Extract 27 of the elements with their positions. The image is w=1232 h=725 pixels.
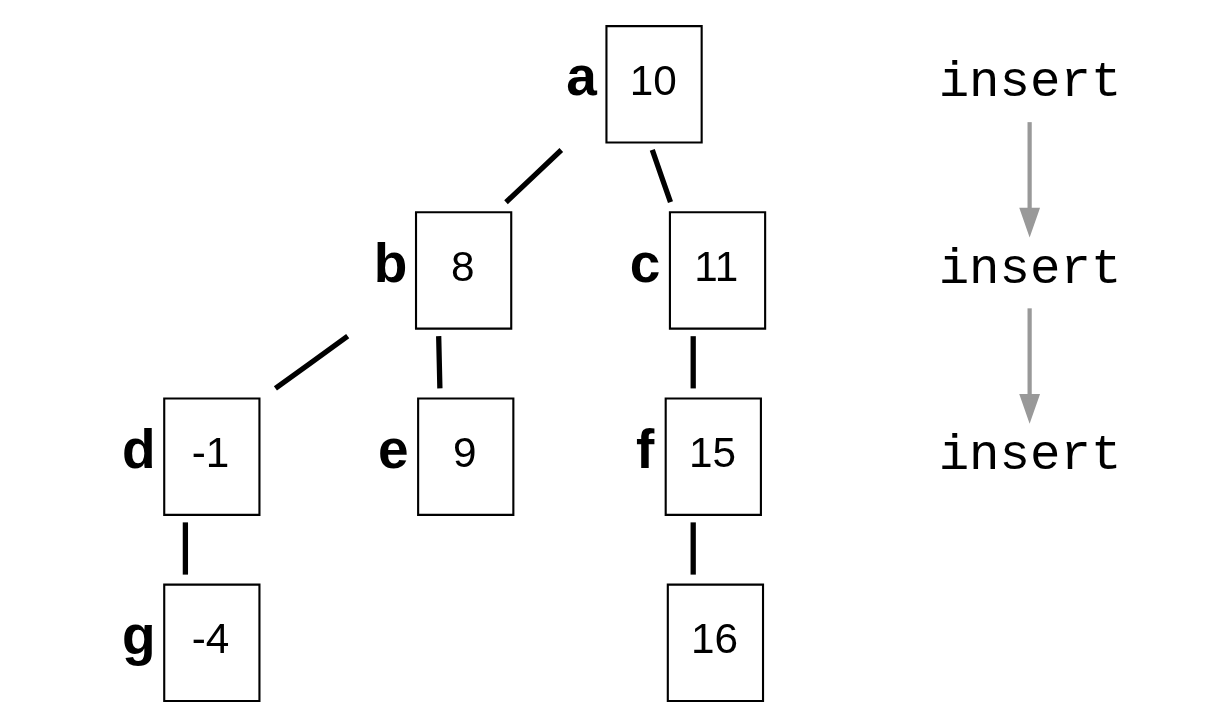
node-box: 9: [416, 397, 514, 516]
node-label: c: [629, 231, 660, 294]
node-text: insert: [938, 426, 1121, 484]
connector: [273, 334, 349, 391]
node-text: insert: [938, 240, 1121, 298]
connector: [435, 336, 443, 389]
node-label: a: [565, 45, 597, 108]
node-box: 15: [664, 397, 762, 516]
node-box: 8: [414, 211, 512, 330]
node-text: insert: [938, 54, 1121, 112]
arrow: [1018, 122, 1040, 238]
connector: [690, 336, 696, 389]
connector: [503, 148, 563, 205]
node-box: 16: [666, 583, 764, 703]
connector: [690, 522, 696, 575]
connector: [182, 522, 188, 575]
node-label: f: [635, 417, 654, 480]
node-label: e: [377, 417, 409, 480]
node-label: g: [121, 604, 156, 667]
node-box: 10: [604, 25, 703, 144]
node-box: -1: [162, 397, 260, 516]
node-box: -4: [162, 583, 260, 703]
node-label: d: [121, 417, 156, 480]
node-label: b: [373, 231, 407, 294]
node-box: 11: [668, 211, 766, 330]
arrow: [1018, 308, 1040, 424]
connector: [649, 149, 673, 204]
